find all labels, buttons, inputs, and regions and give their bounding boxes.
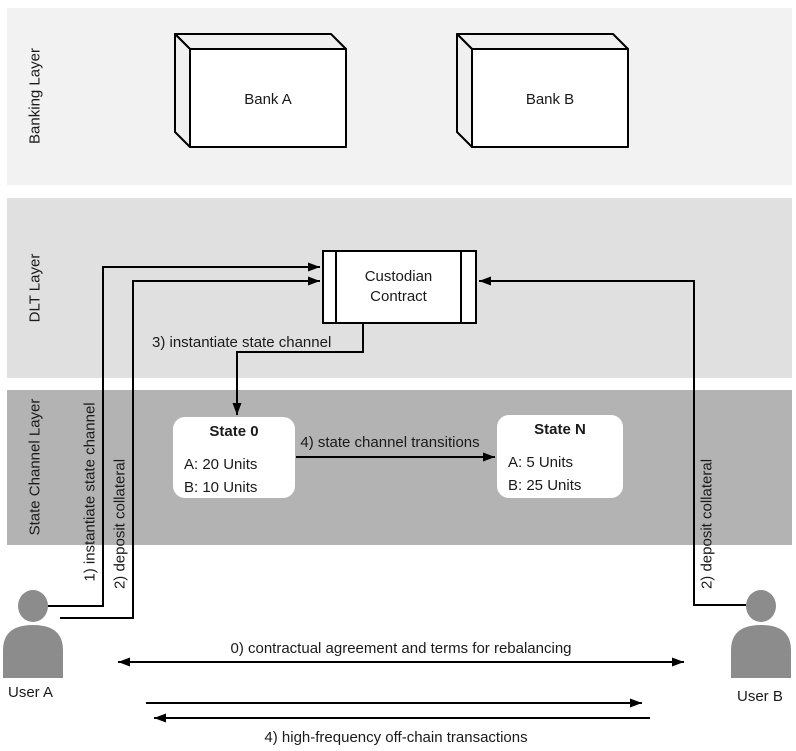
edge-usera-deposit: [60, 276, 320, 619]
bank-a-label: Bank A: [244, 91, 292, 108]
edge-userb-deposit: [479, 276, 746, 606]
edge-custodian-state0: [232, 324, 364, 415]
state-channel-layer-band: [7, 390, 792, 545]
custodian-contract-node: Custodian Contract: [322, 250, 477, 324]
state-n-node: State N A: 5 Units B: 25 Units: [497, 415, 623, 498]
edge-label-agreement: 0) contractual agreement and terms for r…: [230, 640, 572, 657]
user-a-label: User A: [8, 684, 54, 701]
bank-b-label: Bank B: [525, 91, 575, 108]
state-0-node: State 0 A: 20 Units B: 10 Units: [173, 417, 295, 498]
edge-label-transitions: 4) state channel transitions: [300, 434, 480, 451]
user-a-icon: [3, 590, 63, 678]
user-b-label: User B: [737, 688, 783, 705]
banking-layer-band: [7, 8, 792, 185]
custodian-contract-label: Custodian Contract: [364, 268, 433, 305]
edge-usera-instantiate: [48, 262, 320, 607]
bank-b-node: [456, 33, 629, 148]
state-n-title: State N: [534, 421, 586, 438]
component-stripe-left: [335, 252, 337, 322]
state-0-balances: A: 20 Units B: 10 Units: [184, 456, 258, 496]
edge-label-offchain: 4) high-frequency off-chain transactions: [264, 729, 528, 746]
state-0-title: State 0: [209, 423, 259, 440]
edge-label-instantiate-channel: 3) instantiate state channel: [152, 334, 332, 351]
bank-a-node: [174, 33, 347, 148]
user-b-icon: [731, 590, 791, 678]
component-stripe-right: [460, 252, 462, 322]
state-n-balances: A: 5 Units B: 25 Units: [508, 454, 582, 494]
